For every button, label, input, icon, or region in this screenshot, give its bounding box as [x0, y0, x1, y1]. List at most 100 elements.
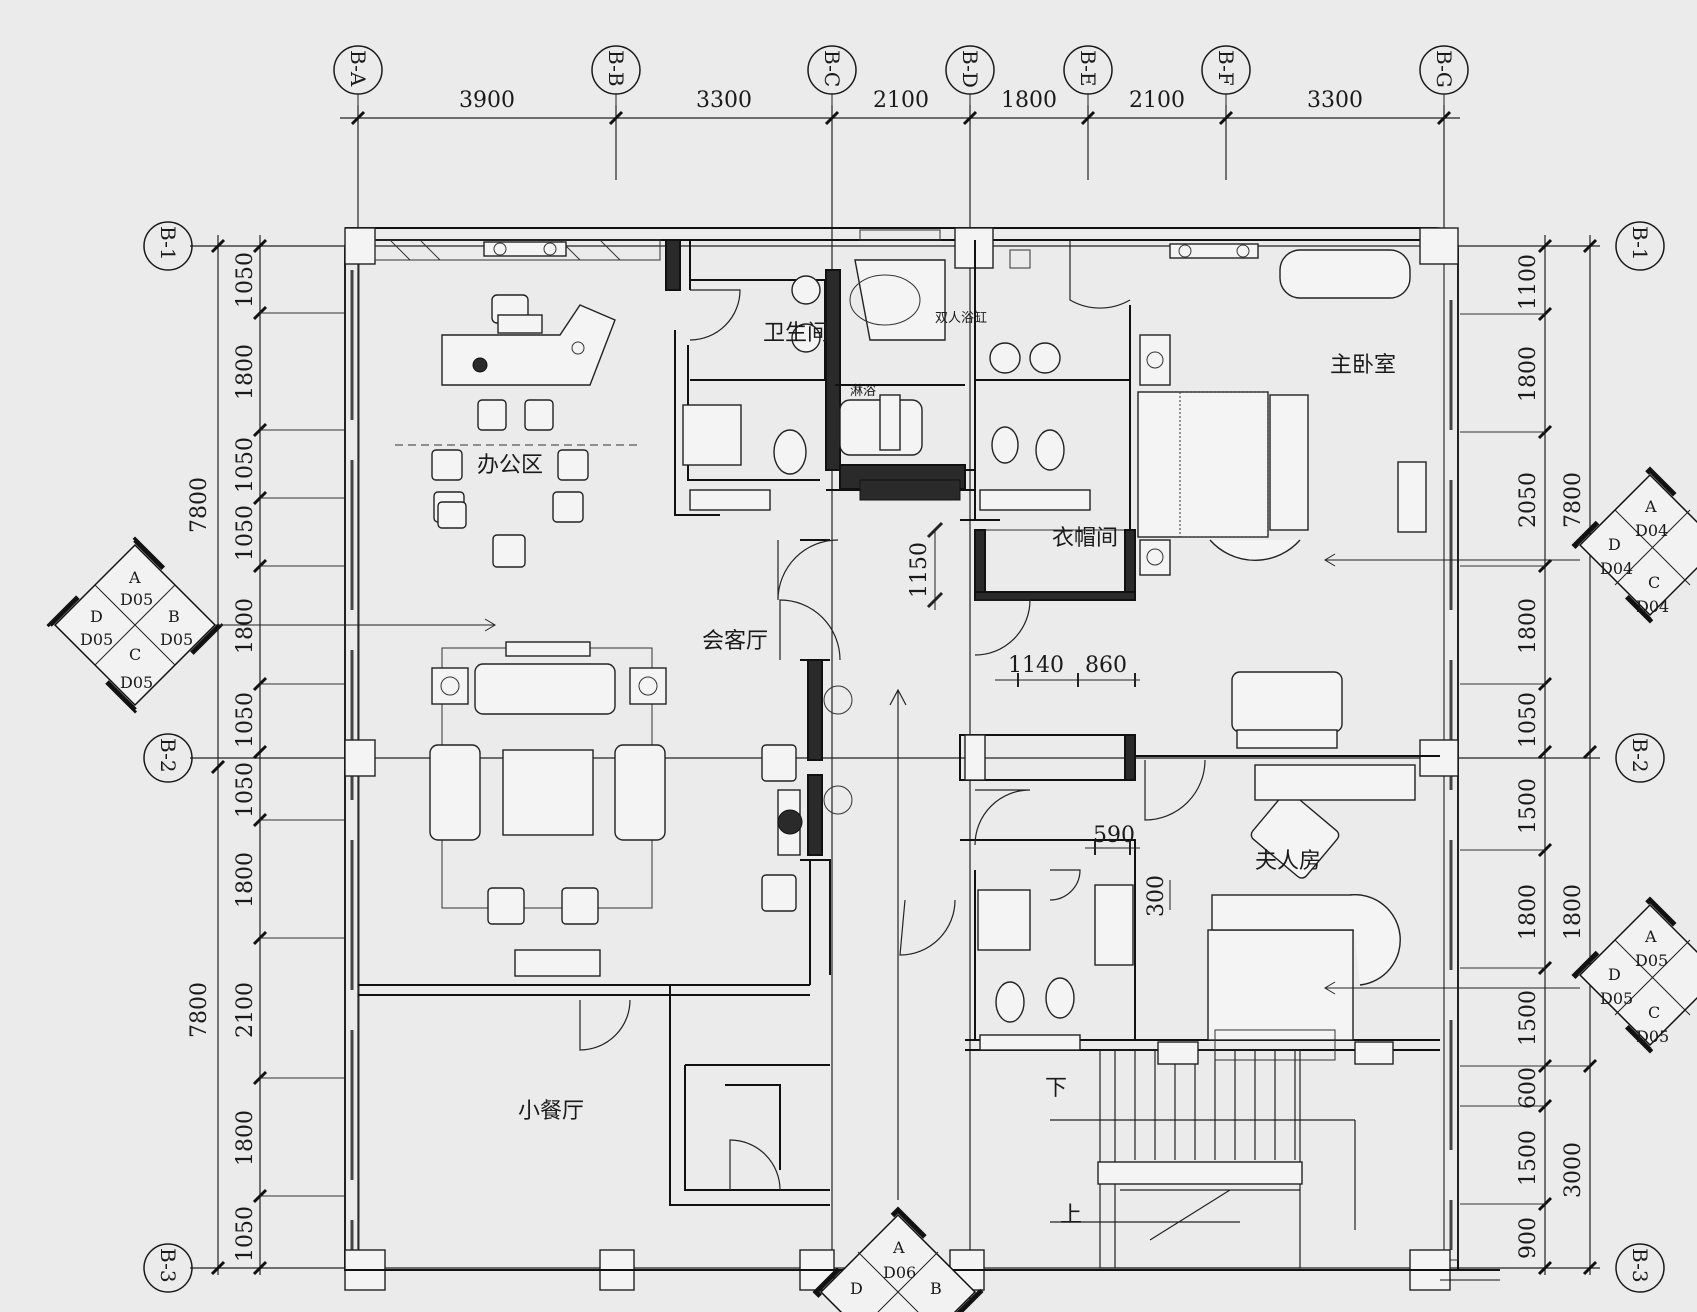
dims-left: 1050 1800 1050 1050 1800 1050 1050 1800 …: [187, 252, 258, 1262]
dim-right: 1800: [1516, 598, 1541, 654]
staircase: [1050, 1049, 1356, 1269]
elevation-ref-left: A D05 D D05 B D05 C D05: [46, 536, 496, 714]
ref-letter: B: [930, 1279, 942, 1298]
dim-right: 1800: [1516, 884, 1541, 940]
master-bedroom-furniture: [1137, 249, 1427, 879]
ref-code: D05: [1600, 989, 1633, 1008]
dim-right: 1800: [1516, 346, 1541, 402]
grid-bubbles-side: B-1 B-2 B-3 B-1 B-2 B-3: [143, 221, 1665, 1293]
top-wall-detail: [374, 229, 1259, 269]
dim-left-total: 7800: [187, 982, 212, 1038]
grid-label-side: B-1: [156, 226, 180, 261]
dim-top: 3900: [459, 88, 515, 113]
dim-left: 1800: [233, 598, 258, 654]
label-stair-up: 上: [1060, 1203, 1082, 1228]
ref-code: D05: [1636, 1027, 1669, 1046]
elevation-ref-right-1: A D04 D D04 C D04: [1324, 466, 1697, 624]
dim-300: 300: [1144, 875, 1169, 917]
dim-top: 1800: [1001, 88, 1057, 113]
grid-label-side: B-1: [1628, 226, 1652, 261]
grid-label-top: B-D: [958, 50, 982, 88]
dim-top: 2100: [1129, 88, 1185, 113]
dim-right: 900: [1516, 1217, 1541, 1259]
ref-letter: A: [1644, 927, 1657, 946]
room-label-dining: 小餐厅: [518, 1099, 584, 1124]
room-label-madam: 夫人房: [1255, 849, 1321, 874]
ref-letter: D: [1608, 965, 1621, 984]
label-tub: 双人浴缸: [935, 310, 987, 326]
dim-right: 1500: [1516, 1130, 1541, 1186]
ref-letter: C: [1648, 573, 1660, 592]
dim-590: 590: [1093, 823, 1135, 848]
dim-left: 2100: [233, 982, 258, 1038]
dim-right-total: 1800: [1561, 884, 1586, 940]
grid-label-side: B-3: [156, 1248, 180, 1283]
ref-code: D05: [1635, 951, 1668, 970]
ref-letter: A: [128, 568, 141, 587]
dim-top: 3300: [1307, 88, 1363, 113]
ref-code: D05: [120, 590, 153, 609]
ref-code: D05: [80, 630, 113, 649]
room-labels: 办公区 卫生间 主卧室 会客厅 衣帽间 夫人房 小餐厅 淋浴 双人浴缸 下 上: [477, 310, 1396, 1228]
dim-top: 3300: [696, 88, 752, 113]
dim-left: 1050: [233, 505, 258, 561]
grid-label-side: B-2: [156, 738, 180, 773]
ref-letter: B: [168, 607, 180, 626]
bathroom-fixtures: [682, 259, 1134, 1051]
room-label-reception: 会客厅: [702, 629, 768, 654]
dim-left: 1800: [233, 344, 258, 400]
label-stair-down: 下: [1045, 1076, 1067, 1101]
dim-1140: 1140: [1008, 653, 1064, 678]
elevation-ref-bottom: A D06 D B: [812, 1206, 984, 1312]
room-label-master: 主卧室: [1330, 353, 1396, 378]
dims-inner: [926, 521, 1171, 910]
room-label-office: 办公区: [477, 453, 543, 478]
office-furniture: [395, 294, 640, 568]
ref-code: D04: [1636, 597, 1669, 616]
ref-letter: A: [892, 1238, 905, 1257]
ref-code: D06: [883, 1263, 916, 1282]
dim-left: 1050: [233, 437, 258, 493]
elevation-ref-right-2: A D05 D D05 C D05: [1324, 896, 1697, 1054]
ref-letter: C: [1648, 1003, 1660, 1022]
dim-1150: 1150: [907, 542, 932, 598]
dim-right: 2050: [1516, 472, 1541, 528]
dim-right-total: 7800: [1561, 472, 1586, 528]
dim-left: 1800: [233, 1110, 258, 1166]
right-dim-extensions: [1460, 313, 1590, 1205]
ref-letter: D: [1608, 535, 1621, 554]
dim-right-total: 3000: [1561, 1142, 1586, 1198]
dim-left: 1050: [233, 692, 258, 748]
reception-furniture: [761, 685, 907, 1200]
grid-label-top: B-C: [820, 50, 844, 87]
dim-left: 1050: [233, 762, 258, 818]
ref-code: D05: [160, 630, 193, 649]
madam-bedroom-furniture: [1157, 894, 1401, 1065]
dim-left-total: 7800: [187, 477, 212, 533]
room-label-bath: 卫生间: [763, 321, 829, 346]
ref-letter: C: [129, 645, 141, 664]
dim-right: 1500: [1516, 990, 1541, 1046]
ref-letter: D: [90, 607, 103, 626]
dim-top: 2100: [873, 88, 929, 113]
ref-code: D05: [120, 673, 153, 692]
right-dim-ticks: [1537, 238, 1598, 1276]
ref-code: D04: [1635, 521, 1668, 540]
dim-right: 1050: [1516, 692, 1541, 748]
grid-label-top: B-F: [1214, 50, 1238, 86]
grid-label-side: B-2: [1628, 738, 1652, 773]
grid-label-top: B-A: [346, 50, 370, 87]
dim-left: 1050: [233, 252, 258, 308]
left-dim-extensions: [260, 312, 345, 1197]
dim-left: 1050: [233, 1206, 258, 1262]
grid-bubbles-top: B-A B-B B-C B-D B-E B-F B-G: [333, 45, 1469, 118]
dims-inner-text: 1150 1140 860 590 300: [907, 542, 1169, 917]
ref-code: D04: [1600, 559, 1633, 578]
dim-right: 600: [1516, 1067, 1541, 1109]
dims-top: 3900 3300 2100 1800 2100 3300: [459, 88, 1363, 113]
ref-letter: A: [1644, 497, 1657, 516]
grid-label-side: B-3: [1628, 1248, 1652, 1283]
dim-left: 1800: [233, 852, 258, 908]
dim-860: 860: [1085, 653, 1127, 678]
